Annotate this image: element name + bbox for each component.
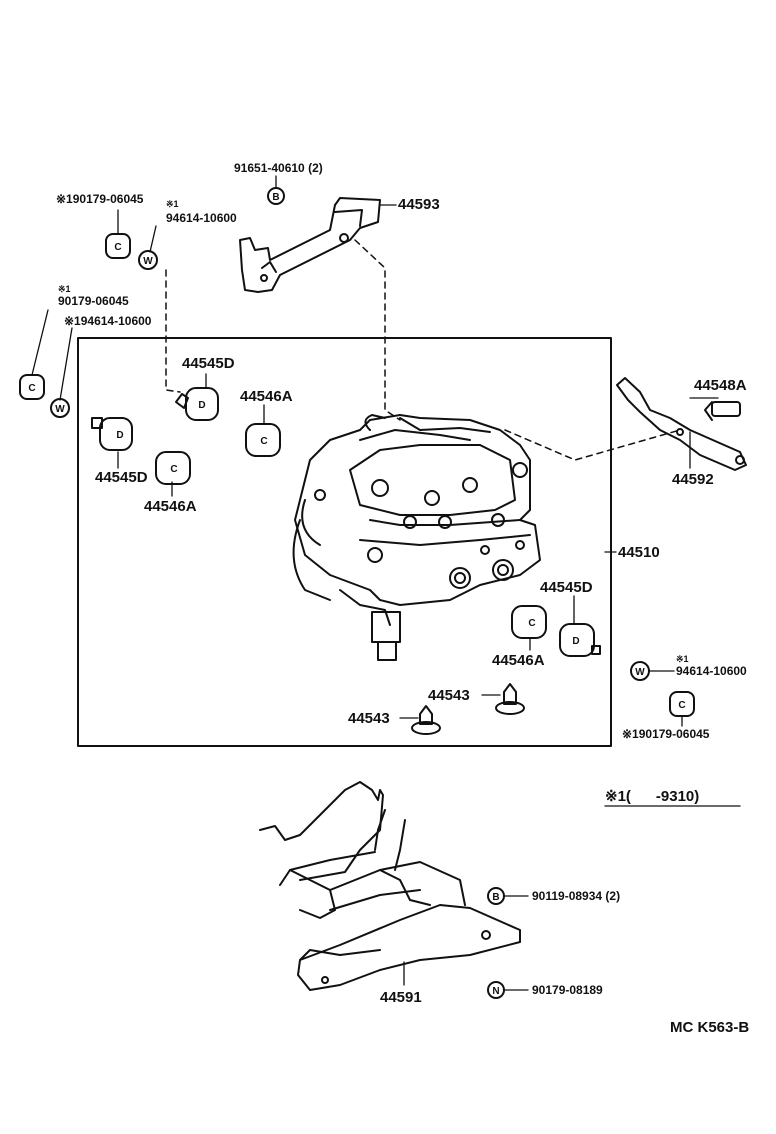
grommet-44545D-c [559,623,601,657]
grommet-letter-c2: C [170,464,177,475]
label-44545D-a: 44545D [182,355,235,372]
label-90179-06045-top: ※190179-06045 [56,192,144,206]
label-44510: 44510 [618,544,660,561]
grommet-letter-d3: D [572,636,579,647]
label-note-range: ※1( -9310) [605,788,700,805]
grommet-44545D-a [175,387,219,421]
grommet-letter-d2: D [116,430,123,441]
grommet-44546A-b [155,451,191,485]
label-90179-06045-left: 90179-06045 [58,294,129,308]
grommet-letter-c3: C [528,618,535,629]
nut-c-icon-letter-3: C [678,700,685,711]
bracket-44592 [616,377,747,471]
label-ref-code: MC K563-B [670,1019,750,1036]
label-94614-10600-left: ※194614-10600 [64,314,152,328]
label-44546A-c: 44546A [492,652,545,669]
label-44545D-c: 44545D [540,579,593,596]
stud-44543-a [495,683,525,715]
grommet-44546A-a [245,423,281,457]
grommet-44545D-b [91,417,133,451]
bolt-b-icon-letter-2: B [492,892,499,903]
grommet-letter-d1: D [198,400,205,411]
label-44593: 44593 [398,196,440,213]
label-44543-b: 44543 [348,710,390,727]
washer-w-icon-letter: W [143,256,153,267]
label-44546A-a: 44546A [240,388,293,405]
label-note-1-c: ※1 [676,654,689,664]
label-91651-40610: 91651-40610 (2) [234,161,323,175]
assembly-group-box [77,337,612,747]
nut-c-icon-letter-2: C [28,383,35,394]
label-94614-10600-right: 94614-10600 [676,664,747,678]
abs-actuator-body [292,414,541,661]
label-note-1-b: ※1 [58,284,71,294]
grommet-44546A-c [511,605,547,639]
label-44591: 44591 [380,989,422,1006]
dashed-assembly-lines [165,239,681,461]
label-90179-08189: 90179-08189 [532,983,603,997]
washer-w-icon-top [138,250,158,270]
washer-w-icon-letter-3: W [635,667,645,678]
stud-44548A [704,401,741,421]
label-note-1-a: ※1 [166,199,179,209]
nut-n-icon-letter: N [492,986,499,997]
label-44546A-b: 44546A [144,498,197,515]
nut-c-icon-letter: C [114,242,121,253]
stud-44543-b [411,705,441,735]
label-90179-06045-right: ※190179-06045 [622,727,710,741]
bracket-44593 [239,197,381,293]
bolt-b-icon-letter: B [272,192,279,203]
label-44543-a: 44543 [428,687,470,704]
leader-lines [31,175,741,991]
label-90119-08934: 90119-08934 (2) [532,889,621,903]
label-44545D-b: 44545D [95,469,148,486]
washer-w-icon-letter-2: W [55,404,65,415]
grommet-letter-c1: C [260,436,267,447]
bracket-44591 [259,781,521,991]
label-94614-10600-top: 94614-10600 [166,211,237,225]
label-44592: 44592 [672,471,714,488]
label-44548A: 44548A [694,377,747,394]
